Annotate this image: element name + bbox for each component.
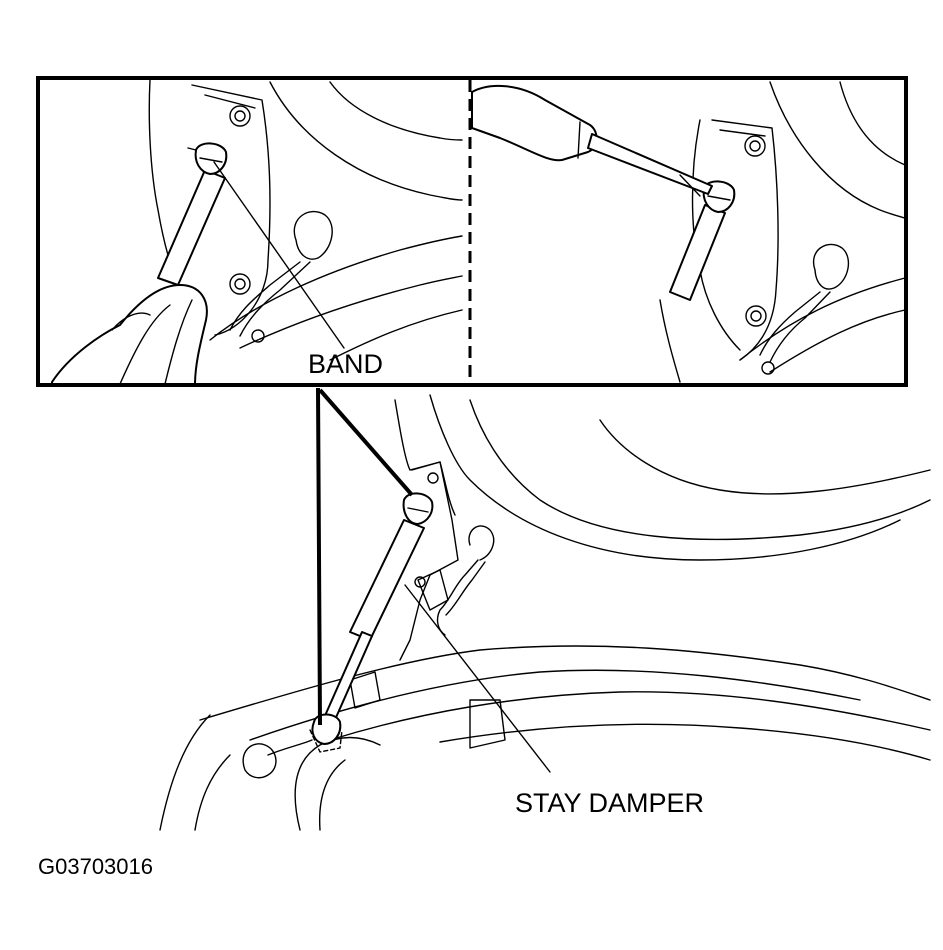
left-sill-3 [329, 309, 463, 361]
callout-line-upper [318, 388, 414, 497]
roof-curve [469, 399, 931, 541]
left-strut-upper-end [194, 142, 228, 175]
stay-damper [309, 492, 434, 753]
right-bracket-plate [711, 119, 779, 361]
left-striker-wire [229, 261, 301, 331]
body-pillar-outline-2 [429, 394, 901, 561]
right-nut-hole [749, 140, 761, 152]
trunk-sill-3 [329, 691, 931, 741]
trunk-sill-4 [439, 723, 931, 761]
left-body-curve-2 [329, 81, 463, 141]
striker-knob [468, 525, 495, 561]
stay-damper-cylinder [349, 519, 425, 641]
lower-panel-4 [194, 754, 231, 831]
right-bracket-inner [719, 129, 766, 137]
lower-ball-stud-wire [267, 739, 313, 756]
right-striker-wire [759, 291, 821, 356]
left-nut-2-hole [234, 278, 246, 290]
right-hole [761, 361, 775, 375]
left-band-ring [199, 157, 223, 163]
lower-panel-3 [159, 714, 211, 831]
left-striker-knob [293, 210, 333, 260]
right-nut [744, 135, 766, 157]
detail-box-border [36, 76, 908, 387]
left-bracket-inner [204, 94, 256, 109]
detail-left-panel: BAND [51, 79, 463, 386]
roof-curve-inner [599, 419, 931, 495]
upper-end-ring [407, 507, 429, 513]
left-hand-finger-3 [164, 299, 193, 385]
screwdriver-handle-ring [577, 121, 581, 159]
trunk-sill-2 [249, 669, 861, 741]
callout-line-lower [316, 387, 322, 726]
trunk-sill [199, 645, 931, 721]
right-sill [739, 277, 906, 361]
figure-code: G03703016 [38, 854, 153, 879]
lower-ball-stud [242, 743, 277, 779]
left-sill-2 [239, 275, 463, 349]
right-nut-2-hole [750, 310, 762, 322]
right-striker-wire-2 [769, 291, 831, 363]
detail-box: BAND [36, 76, 908, 387]
bracket-bolt-1 [427, 472, 439, 484]
right-sill-2 [769, 309, 906, 373]
left-hand [51, 284, 208, 386]
left-sill [209, 235, 463, 341]
left-hand-finger [111, 312, 151, 331]
right-body-curve-2 [839, 81, 906, 166]
left-striker-wire-2 [239, 261, 311, 337]
lower-bracket-2 [349, 671, 381, 709]
stay-damper-upper-end [402, 492, 434, 525]
screwdriver-tip-mark [679, 174, 701, 197]
left-body-curve [269, 81, 463, 201]
right-band-ring [707, 195, 731, 201]
left-hole [251, 329, 265, 343]
right-nut-2 [745, 305, 767, 327]
right-body-curve [769, 81, 906, 219]
left-nut-2 [229, 273, 251, 295]
right-striker-knob [812, 243, 850, 290]
left-nut [229, 105, 251, 127]
body-pillar-outline [394, 399, 456, 516]
hinge-bracket-2 [417, 569, 449, 611]
lower-panel-2 [318, 759, 346, 831]
left-bracket-plate [191, 84, 271, 336]
lower-panel [294, 736, 381, 831]
screwdriver-shaft [587, 133, 713, 195]
left-hand-finger-2 [119, 304, 171, 385]
left-band-tab [187, 147, 197, 151]
main-view: STAY DAMPER [159, 387, 931, 831]
lower-bracket [469, 699, 506, 749]
left-nut-hole [234, 110, 246, 122]
band-label: BAND [308, 349, 383, 379]
detail-right-panel [471, 81, 906, 383]
stay-damper-leader [404, 584, 551, 773]
stay-damper-label: STAY DAMPER [515, 788, 704, 818]
striker-wire-2 [445, 561, 486, 616]
bracket-bolt-2 [414, 576, 426, 588]
hinge-bracket [399, 461, 459, 661]
striker-wire [436, 559, 479, 636]
right-sill-3 [659, 299, 681, 383]
band-leader [213, 161, 345, 349]
lower-end-hidden [309, 729, 343, 753]
